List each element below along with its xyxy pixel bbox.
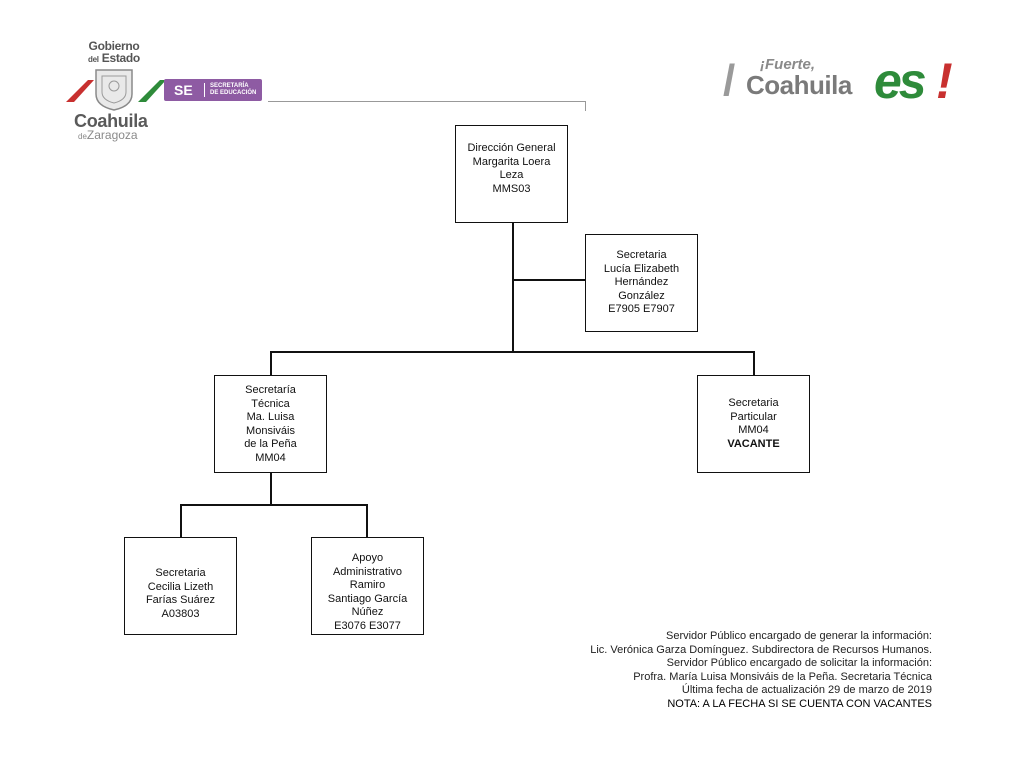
aa-name-line3: Núñez xyxy=(351,606,384,618)
logo-del-word: del xyxy=(88,55,99,64)
sdg-codes: E7905 E7907 xyxy=(608,303,675,315)
secretaria-educacion-badge: SE SECRETARÍA DE EDUCACIÓN xyxy=(164,79,262,101)
coat-of-arms-icon xyxy=(95,69,133,111)
se-badge-divider xyxy=(204,83,205,97)
logo-right-coahuila-word: Coahuila xyxy=(746,70,852,100)
connector-to-secretaria-st xyxy=(180,504,182,538)
logo-de-zaragoza: deZaragoza xyxy=(78,128,138,142)
dg-name-line2: Leza xyxy=(499,169,524,181)
aa-title-line2: Administrativo xyxy=(332,565,403,578)
connector-dg-vertical xyxy=(512,222,514,352)
logo-exclamation: ! xyxy=(936,53,953,109)
sst-name-line2: Farías Suárez xyxy=(145,594,216,606)
header-rule xyxy=(268,101,586,102)
sdg-name-line2: Hernández xyxy=(614,276,669,288)
dg-name-line1: Margarita Loera xyxy=(472,155,551,168)
box-secretaria-particular: Secretaria Particular MM04 VACANTE xyxy=(697,375,810,473)
logo-gobierno-word: Gobierno xyxy=(88,39,140,53)
fuerte-coahuila-slash: / xyxy=(723,56,736,105)
st-name-line1: Ma. Luisa xyxy=(246,411,295,423)
sp-title-line2: Particular xyxy=(730,410,777,423)
logo-tricolor-stripes xyxy=(66,80,166,102)
se-badge-subtitle: SECRETARÍA DE EDUCACIÓN xyxy=(210,83,256,97)
connector-to-apoyo-administrativo xyxy=(366,504,368,538)
connector-level3-horizontal xyxy=(180,504,368,506)
aa-codes: E3076 E3077 xyxy=(334,619,401,632)
sp-code: MM04 xyxy=(738,424,769,436)
note-generador-name: Lic. Verónica Garza Domínguez. Subdirect… xyxy=(590,643,932,656)
se-subtitle-line1: SECRETARÍA xyxy=(210,83,249,89)
connector-level2-horizontal xyxy=(270,351,754,353)
st-title-line2: Técnica xyxy=(251,397,290,410)
st-title-line1: Secretaría xyxy=(245,384,296,396)
sp-title-line1: Secretaria xyxy=(728,397,779,409)
st-name-line3: de la Peña xyxy=(244,438,297,450)
sst-name-line1: Cecilia Lizeth xyxy=(147,580,214,593)
box-direccion-general: Dirección General Margarita Loera Leza M… xyxy=(455,125,568,223)
connector-dg-secretaria xyxy=(513,279,586,281)
sst-code: A03803 xyxy=(161,607,200,620)
dg-code: MMS03 xyxy=(492,182,531,195)
header-rule-tick xyxy=(585,101,586,111)
note-solicitante-name: Profra. María Luisa Monsiváis de la Peña… xyxy=(633,670,932,683)
connector-to-secretaria-particular xyxy=(753,351,755,376)
box-secretaria-direccion: Secretaria Lucía Elizabeth Hernández Gon… xyxy=(585,234,698,332)
connector-st-vertical xyxy=(270,472,272,505)
note-generador-label: Servidor Público encargado de generar la… xyxy=(666,630,932,642)
sp-vacante-label: VACANTE xyxy=(727,437,780,450)
aa-name-line1: Ramiro xyxy=(349,579,386,591)
se-subtitle-line2: DE EDUCACIÓN xyxy=(210,90,257,96)
logo-es-word: es xyxy=(874,53,927,109)
connector-to-secretaria-tecnica xyxy=(270,351,272,376)
dg-title: Dirección General xyxy=(467,142,556,154)
se-badge-label: SE xyxy=(174,82,193,98)
note-fecha-actualizacion: Última fecha de actualización 29 de marz… xyxy=(681,684,932,697)
aa-title-line1: Apoyo xyxy=(351,552,384,564)
logo-zaragoza-word: Zaragoza xyxy=(86,128,138,142)
sdg-name-line3: González xyxy=(618,289,665,302)
logo-estado-word: Estado xyxy=(101,51,141,65)
sdg-name-line1: Lucía Elizabeth xyxy=(603,262,680,275)
sst-title: Secretaria xyxy=(155,567,206,579)
st-name-line2: Monsiváis xyxy=(246,424,295,437)
box-secretaria-st: Secretaria Cecilia Lizeth Farías Suárez … xyxy=(124,537,237,635)
aa-name-line2: Santiago García xyxy=(327,592,408,605)
logo-fuerte-word: ¡Fuerte, xyxy=(760,56,816,73)
note-solicitante-label: Servidor Público encargado de solicitar … xyxy=(666,657,932,670)
logo-coahuila-word: Coahuila xyxy=(74,111,148,131)
box-secretaria-tecnica: Secretaría Técnica Ma. Luisa Monsiváis d… xyxy=(214,375,327,473)
gobierno-del-estado-logo-text: Gobierno del Estado xyxy=(80,40,148,66)
box-apoyo-administrativo: Apoyo Administrativo Ramiro Santiago Gar… xyxy=(311,537,424,635)
note-vacantes: NOTA: A LA FECHA SI SE CUENTA CON VACANT… xyxy=(667,697,932,710)
st-code: MM04 xyxy=(255,451,286,464)
logo-de-word: de xyxy=(78,132,87,141)
footer-notes: Servidor Público encargado de generar la… xyxy=(520,630,932,712)
sdg-title: Secretaria xyxy=(616,249,667,261)
